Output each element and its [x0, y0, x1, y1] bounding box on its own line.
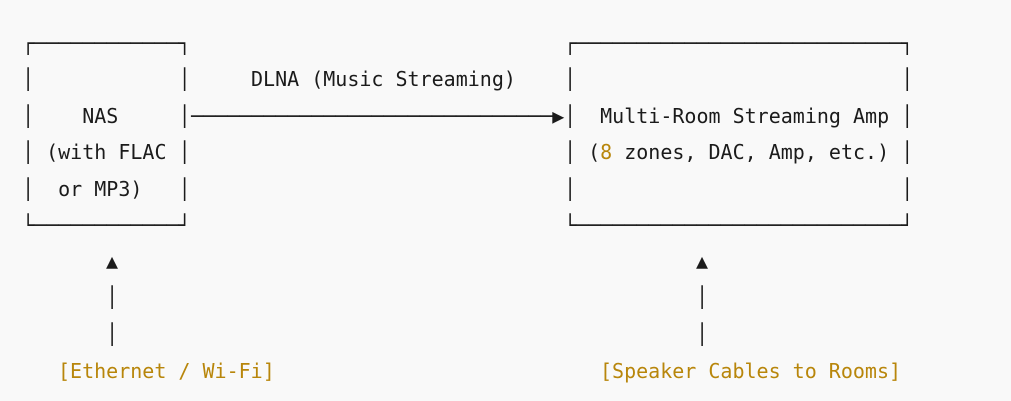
nas-box-bottom-border: └────────────┘: [22, 213, 191, 238]
amp-zones-prefix: │ (: [564, 140, 601, 165]
arrow-line-icon: ──────────────────────────────▶: [191, 104, 565, 128]
dlna-arrow: ──────────────────────────────▶: [191, 98, 564, 134]
up-arrow-connector-icon: ▲ │ │: [106, 249, 119, 346]
nas-box-empty-row: │ │: [22, 67, 191, 92]
up-arrow-connector-icon: ▲ │ │: [696, 249, 709, 346]
amp-zones-suffix: zones, DAC, Amp, etc.) │: [612, 140, 914, 165]
amp-box: ┌───────────────────────────┐ │ │ │ Mult…: [564, 25, 913, 243]
amp-zones-count: 8: [600, 140, 613, 165]
amp-title-row: │ Multi-Room Streaming Amp │: [564, 103, 914, 128]
speaker-cables-label: [Speaker Cables to Rooms]: [600, 353, 901, 389]
amp-box-top-border: ┌───────────────────────────┐: [564, 31, 914, 55]
nas-cable-connector: ▲ │ │: [106, 243, 118, 352]
nas-subtitle-row2: │ or MP3) │: [22, 176, 191, 201]
amp-box-empty-row-bottom: │ │: [564, 176, 914, 201]
nas-box: ┌────────────┐ │ │ │ NAS │ │ (with FLAC …: [22, 25, 191, 243]
dlna-label-text: DLNA (Music Streaming): [251, 67, 516, 91]
amp-box-empty-row-top: │ │: [564, 67, 914, 92]
amp-box-bottom-border: └───────────────────────────┘: [564, 213, 914, 238]
nas-title-row: │ NAS │: [22, 103, 191, 128]
speaker-cables-label-text: [Speaker Cables to Rooms]: [600, 359, 902, 383]
ethernet-wifi-label-text: [Ethernet / Wi-Fi]: [58, 359, 275, 383]
nas-box-top-border: ┌────────────┐: [22, 31, 191, 55]
nas-subtitle-row1: │ (with FLAC │: [22, 140, 191, 165]
ethernet-wifi-label: [Ethernet / Wi-Fi]: [58, 353, 275, 389]
amp-cable-connector: ▲ │ │: [696, 243, 708, 352]
dlna-connection-label: DLNA (Music Streaming): [251, 61, 516, 97]
